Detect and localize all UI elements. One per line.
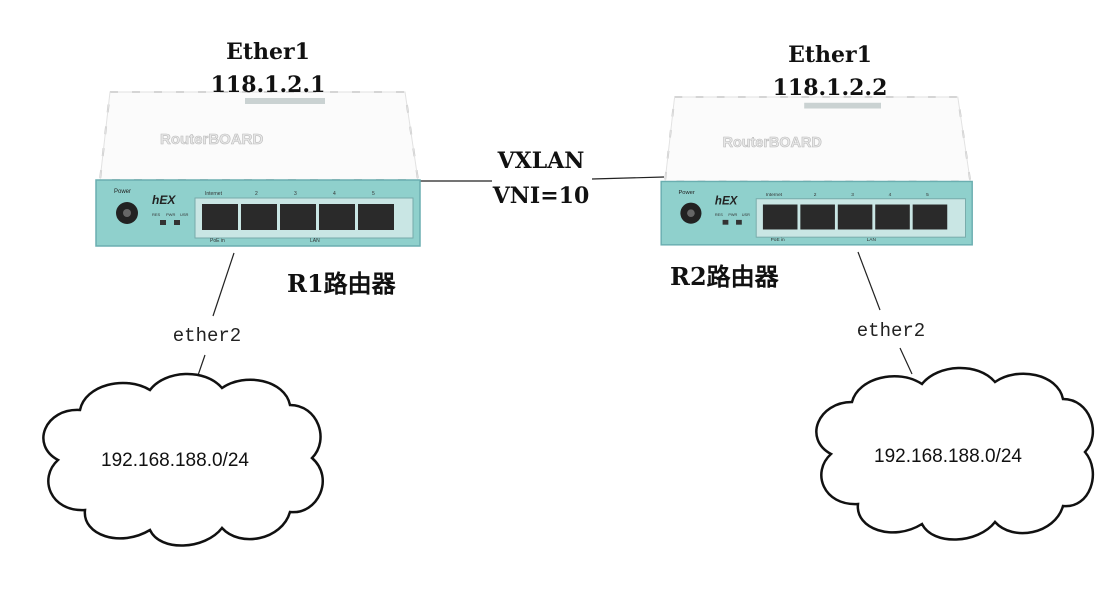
vxlan-label: VXLAN (497, 148, 585, 174)
r1-iface-ip: 118.1.2.1 (211, 72, 326, 98)
r1-poe-label: PoE in (210, 238, 225, 244)
vxlan-link (418, 176, 665, 182)
vni-label: VNI=10 (492, 183, 590, 209)
r1-iface-name: Ether1 (226, 39, 310, 65)
r2-port-label: 3 (851, 192, 854, 198)
r1-led-label: USR (180, 212, 189, 217)
r2-lan-link-lower (899, 347, 913, 375)
r1-lan-iface: ether2 (173, 325, 241, 347)
r1-port-label: 3 (294, 191, 297, 197)
r1-brand-logo: RouterBOARD (160, 131, 263, 148)
r2-lan-link-upper (857, 251, 881, 311)
r2-brand-logo: RouterBOARD (723, 135, 822, 151)
r1-lan-subnet: 192.168.188.0/24 (101, 450, 249, 471)
r2-name: R2路由器 (670, 262, 780, 291)
r2-lan-iface: ether2 (857, 320, 925, 342)
r1-model-label: hEX (152, 193, 176, 207)
r2-iface-ip: 118.1.2.2 (773, 75, 888, 101)
r1-port-label: Internet (205, 191, 223, 197)
r2-lan-subnet: 192.168.188.0/24 (874, 446, 1022, 467)
r1-lan-link-upper (212, 252, 235, 317)
r1-router: RouterBOARD hEX Power Internet 2 3 4 5 P… (95, 91, 421, 247)
r2-led-label: PWR (728, 213, 737, 217)
r2-lan-cloud (815, 366, 1095, 541)
r1-power-label: Power (114, 189, 131, 195)
r1-led-label: RES (152, 212, 161, 217)
r2-led-label: USR (742, 213, 750, 217)
r1-port-label: 5 (372, 191, 375, 197)
r1-name: R1路由器 (287, 269, 397, 298)
r1-lan-label: LAN (310, 238, 320, 244)
r2-router: RouterBOARD hEX Power Internet 2 3 4 5 P… (660, 96, 974, 246)
r2-port-label: Internet (766, 192, 783, 198)
r2-poe-label: PoE in (771, 237, 785, 243)
r2-model-label: hEX (715, 196, 739, 208)
r2-port-label: 5 (926, 192, 929, 198)
r1-lan-cloud (42, 372, 324, 547)
r2-port-label: 2 (814, 192, 817, 198)
r1-port-label: 4 (333, 191, 336, 197)
r2-led-label: RES (715, 213, 723, 217)
r2-lan-label: LAN (867, 237, 877, 243)
r2-power-label: Power (678, 190, 694, 196)
r2-port-label: 4 (889, 192, 892, 198)
r1-port-label: 2 (255, 191, 258, 197)
r1-led-label: PWR (166, 212, 175, 217)
r2-iface-name: Ether1 (788, 42, 872, 68)
